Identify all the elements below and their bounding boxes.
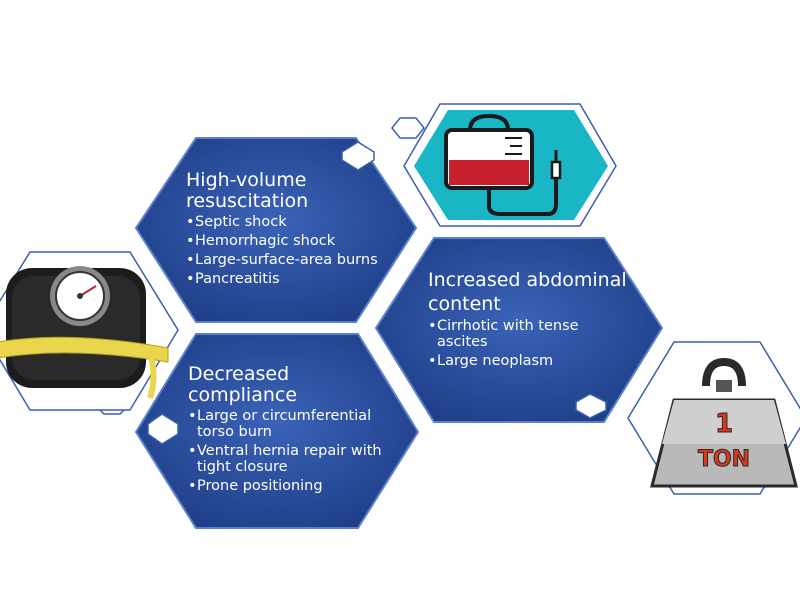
list-item: Ventral hernia repair with tight closure bbox=[188, 443, 388, 475]
resuscitation-text: High-volume resuscitation Septic shock H… bbox=[186, 170, 386, 290]
list-item: Large neoplasm bbox=[428, 353, 628, 369]
bathroom-scale-icon bbox=[0, 251, 179, 411]
accent-hexagon-outline-top bbox=[391, 117, 425, 139]
weight-label-ton: TON bbox=[698, 447, 750, 472]
resuscitation-title: High-volume resuscitation bbox=[186, 169, 309, 212]
compliance-title: Decreased compliance bbox=[188, 363, 298, 406]
list-item: Prone positioning bbox=[188, 478, 388, 494]
abdominal-text: Increased abdominal content Cirrhotic wi… bbox=[428, 268, 628, 372]
accent-hexagon-mid bbox=[575, 393, 607, 419]
accent-hexagon-bottom bbox=[147, 413, 179, 445]
list-item: Cirrhotic with tense ascites bbox=[428, 318, 628, 350]
list-item: Large-surface-area burns bbox=[186, 252, 386, 268]
abdominal-list: Cirrhotic with tense ascites Large neopl… bbox=[428, 318, 628, 369]
list-item: Hemorrhagic shock bbox=[186, 233, 386, 249]
accent-hexagon-top bbox=[341, 141, 375, 171]
compliance-text: Decreased compliance Large or circumfere… bbox=[188, 364, 388, 497]
list-item: Pancreatitis bbox=[186, 271, 386, 287]
compliance-list: Large or circumferential torso burn Vent… bbox=[188, 408, 388, 494]
list-item: Septic shock bbox=[186, 214, 386, 230]
list-item: Large or circumferential torso burn bbox=[188, 408, 388, 440]
one-ton-weight-icon: 1 TON bbox=[627, 341, 800, 495]
iv-bag-icon bbox=[403, 103, 617, 227]
abdominal-title: Increased abdominal content bbox=[428, 269, 627, 315]
weight-label-one: 1 bbox=[715, 409, 733, 439]
resuscitation-list: Septic shock Hemorrhagic shock Large-sur… bbox=[186, 214, 386, 287]
